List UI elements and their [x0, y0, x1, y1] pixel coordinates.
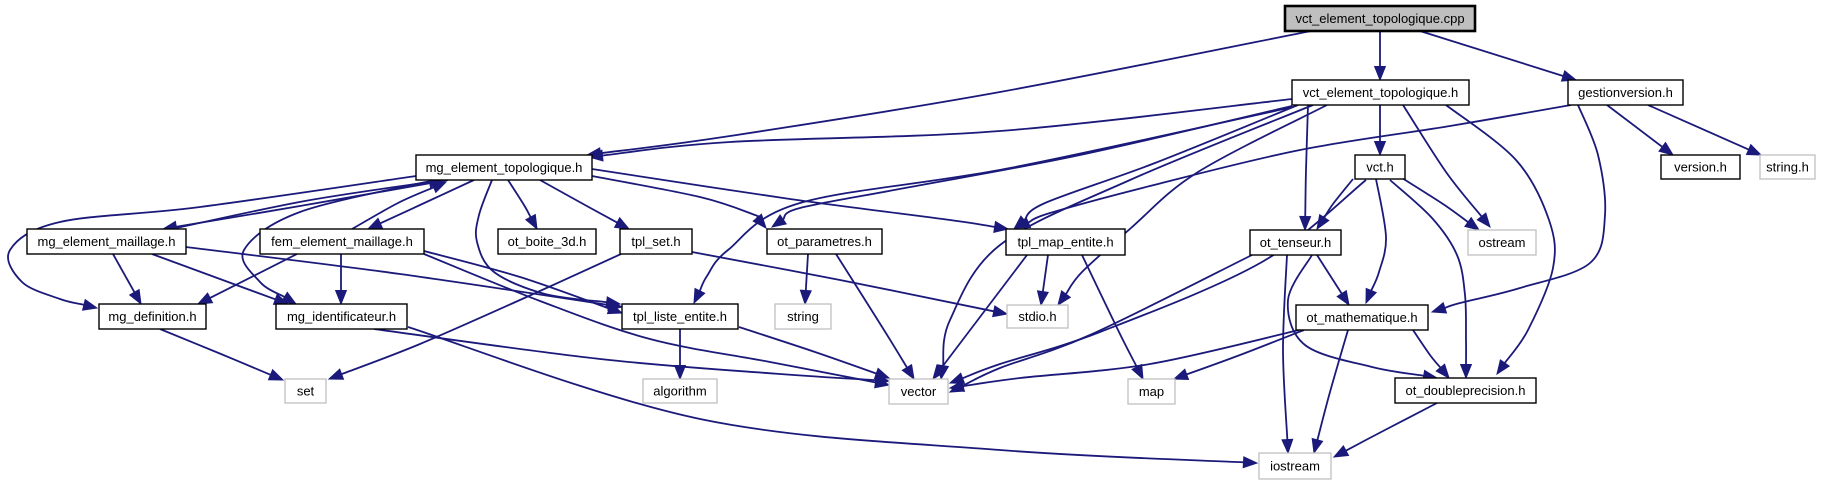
svg-text:tpl_set.h: tpl_set.h [631, 234, 680, 249]
svg-text:tpl_map_entite.h: tpl_map_entite.h [1017, 235, 1113, 250]
svg-text:iostream: iostream [1270, 459, 1320, 474]
svg-text:mg_definition.h: mg_definition.h [108, 309, 196, 324]
svg-text:stdio.h: stdio.h [1018, 309, 1056, 324]
svg-text:vct_element_topologique.cpp: vct_element_topologique.cpp [1295, 11, 1464, 26]
svg-text:mg_identificateur.h: mg_identificateur.h [287, 309, 396, 324]
svg-text:tpl_liste_entite.h: tpl_liste_entite.h [633, 309, 727, 324]
svg-text:gestionversion.h: gestionversion.h [1578, 85, 1673, 100]
svg-text:string: string [787, 309, 819, 324]
svg-text:ot_doubleprecision.h: ot_doubleprecision.h [1406, 383, 1526, 398]
svg-text:algorithm: algorithm [653, 384, 706, 399]
svg-text:mg_element_maillage.h: mg_element_maillage.h [37, 234, 175, 249]
svg-text:set: set [297, 384, 315, 399]
svg-text:string.h: string.h [1766, 160, 1809, 175]
svg-text:mg_element_topologique.h: mg_element_topologique.h [426, 160, 583, 175]
svg-text:vector: vector [901, 384, 937, 399]
svg-text:ostream: ostream [1479, 235, 1526, 250]
svg-text:ot_parametres.h: ot_parametres.h [777, 234, 872, 249]
svg-text:ot_boite_3d.h: ot_boite_3d.h [508, 234, 587, 249]
svg-text:map: map [1139, 384, 1164, 399]
svg-text:vct_element_topologique.h: vct_element_topologique.h [1303, 85, 1458, 100]
svg-text:ot_tenseur.h: ot_tenseur.h [1260, 235, 1332, 250]
svg-text:fem_element_maillage.h: fem_element_maillage.h [271, 234, 413, 249]
svg-text:vct.h: vct.h [1366, 160, 1393, 175]
svg-text:ot_mathematique.h: ot_mathematique.h [1306, 310, 1417, 325]
svg-text:version.h: version.h [1674, 160, 1727, 175]
